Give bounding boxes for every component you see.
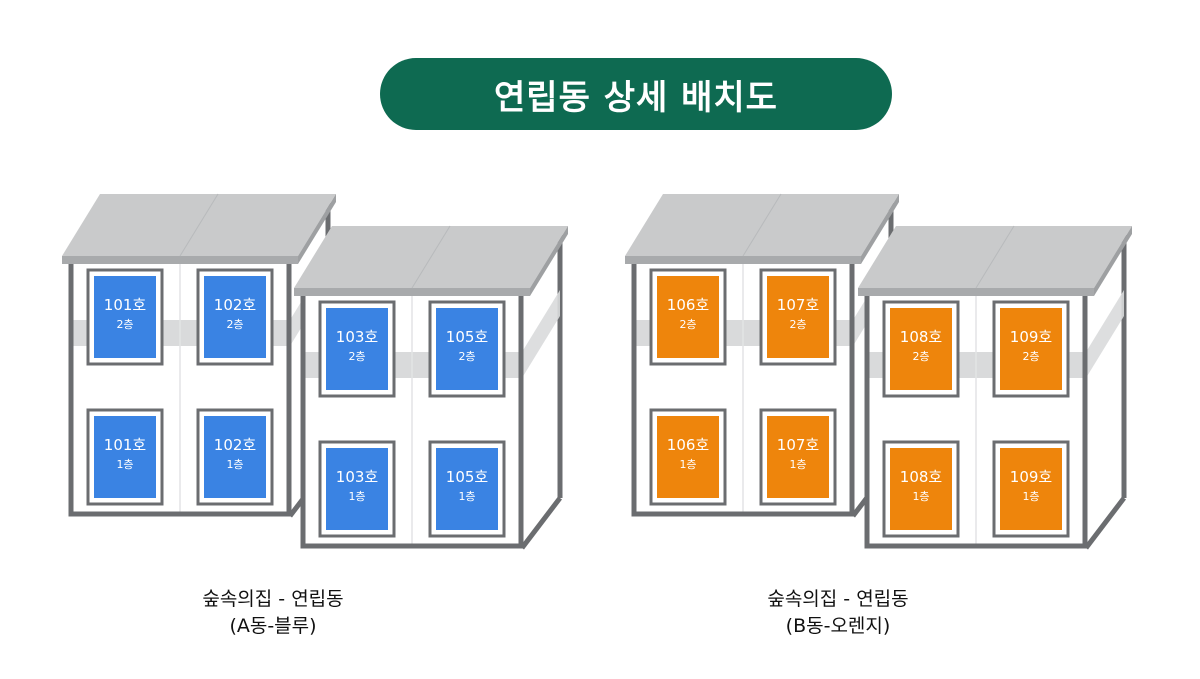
- building-a-back-block: 101호 2층 102호 2층 101호 1층 102호 1층: [62, 193, 336, 518]
- unit-panel: [890, 308, 952, 390]
- building-b-front-block: 108호 2층 109호 2층 108호 1층 109호 1층: [858, 225, 1132, 550]
- building-a-front-block-roof-seam: [411, 225, 451, 289]
- unit-room-label: 101호: [104, 436, 147, 454]
- unit-room-label: 102호: [214, 436, 257, 454]
- building-b-back-block: 106호 2층 107호 2층 106호 1층 107호 1층: [625, 193, 899, 518]
- building-a-front-block-frame: [300, 288, 524, 549]
- unit-105-floor2: 105호 2층: [428, 300, 506, 398]
- unit-102-floor1: 102호 1층: [196, 408, 274, 506]
- unit-room-label: 107호: [777, 436, 820, 454]
- building-a-back-block-roof-seam: [179, 193, 219, 257]
- unit-panel: [94, 276, 156, 358]
- unit-room-label: 102호: [214, 296, 257, 314]
- unit-101-floor1: 101호 1층: [86, 408, 164, 506]
- building-b-front-block-side-base: [1084, 496, 1126, 550]
- unit-room-label: 108호: [900, 468, 943, 486]
- unit-panel: [436, 308, 498, 390]
- building-b-front-block-roof-edge: [858, 288, 1094, 296]
- unit-panel: [657, 416, 719, 498]
- building-b-front-block-roof-seam: [975, 225, 1015, 289]
- unit-floor-label: 2층: [348, 350, 365, 363]
- unit-102-floor2: 102호 2층: [196, 268, 274, 366]
- unit-106-floor2: 106호 2층: [649, 268, 727, 366]
- unit-floor-label: 1층: [116, 458, 133, 471]
- unit-109-floor2: 109호 2층: [992, 300, 1070, 398]
- unit-108-floor1: 108호 1층: [882, 440, 960, 538]
- unit-floor-label: 1층: [1022, 490, 1039, 503]
- unit-109-floor1: 109호 1층: [992, 440, 1070, 538]
- unit-panel: [436, 448, 498, 530]
- unit-room-label: 105호: [446, 328, 489, 346]
- unit-107-floor2: 107호 2층: [759, 268, 837, 366]
- page-title-banner: 연립동 상세 배치도: [380, 58, 892, 130]
- unit-panel: [1000, 448, 1062, 530]
- unit-panel: [94, 416, 156, 498]
- unit-panel: [204, 276, 266, 358]
- building-b-caption-line2: (B동-오렌지): [785, 615, 891, 637]
- building-a-back-block-roof-edge: [62, 256, 298, 264]
- building-a-front-block-roof-side: [530, 226, 568, 296]
- unit-floor-label: 1층: [348, 490, 365, 503]
- building-b-back-block-roof-edge: [625, 256, 861, 264]
- building-a-front-block-side-base: [520, 496, 562, 550]
- page-title: 연립동 상세 배치도: [494, 77, 778, 118]
- building-b-back-block-frame: [631, 256, 855, 517]
- unit-106-floor1: 106호 1층: [649, 408, 727, 506]
- unit-floor-label: 2층: [458, 350, 475, 363]
- unit-floor-label: 2층: [679, 318, 696, 331]
- building-b-back-block-roof-seam: [742, 193, 782, 257]
- unit-floor-label: 1층: [458, 490, 475, 503]
- building-b-caption: 숲속의집 - 연립동 (B동-오렌지): [688, 586, 988, 640]
- unit-room-label: 105호: [446, 468, 489, 486]
- unit-floor-label: 2층: [912, 350, 929, 363]
- building-a-back-block-frame: [68, 256, 292, 517]
- building-b-front-block-roof-side: [1094, 226, 1132, 296]
- unit-room-label: 108호: [900, 328, 943, 346]
- building-a-caption-line2: (A동-블루): [229, 615, 317, 637]
- building-a-front-block-roof-edge: [294, 288, 530, 296]
- unit-panel: [767, 276, 829, 358]
- building-a-caption: 숲속의집 - 연립동 (A동-블루): [123, 586, 423, 640]
- unit-101-floor2: 101호 2층: [86, 268, 164, 366]
- unit-room-label: 106호: [667, 436, 710, 454]
- building-b-front-block-side-band: [1086, 290, 1124, 378]
- unit-room-label: 109호: [1010, 328, 1053, 346]
- unit-room-label: 109호: [1010, 468, 1053, 486]
- building-a-front-block: 103호 2층 105호 2층 103호 1층 105호 1층: [294, 225, 568, 550]
- unit-room-label: 101호: [104, 296, 147, 314]
- unit-105-floor1: 105호 1층: [428, 440, 506, 538]
- unit-panel: [657, 276, 719, 358]
- building-b-front-block-frame: [864, 288, 1088, 549]
- building-a-back-block-roof-side: [298, 194, 336, 264]
- unit-floor-label: 1층: [226, 458, 243, 471]
- unit-108-floor2: 108호 2층: [882, 300, 960, 398]
- unit-panel: [204, 416, 266, 498]
- building-a-caption-line1: 숲속의집 - 연립동: [202, 588, 344, 610]
- unit-room-label: 103호: [336, 468, 379, 486]
- unit-panel: [890, 448, 952, 530]
- unit-floor-label: 2층: [116, 318, 133, 331]
- unit-107-floor1: 107호 1층: [759, 408, 837, 506]
- unit-panel: [767, 416, 829, 498]
- unit-floor-label: 1층: [912, 490, 929, 503]
- unit-room-label: 107호: [777, 296, 820, 314]
- building-b-back-block-roof-side: [861, 194, 899, 264]
- unit-room-label: 106호: [667, 296, 710, 314]
- unit-floor-label: 2층: [1022, 350, 1039, 363]
- unit-floor-label: 1층: [679, 458, 696, 471]
- building-a-front-block-side-band: [522, 290, 560, 378]
- unit-panel: [1000, 308, 1062, 390]
- unit-floor-label: 2층: [226, 318, 243, 331]
- unit-panel: [326, 308, 388, 390]
- unit-floor-label: 1층: [789, 458, 806, 471]
- unit-103-floor1: 103호 1층: [318, 440, 396, 538]
- unit-floor-label: 2층: [789, 318, 806, 331]
- unit-room-label: 103호: [336, 328, 379, 346]
- unit-103-floor2: 103호 2층: [318, 300, 396, 398]
- building-b-caption-line1: 숲속의집 - 연립동: [767, 588, 909, 610]
- unit-panel: [326, 448, 388, 530]
